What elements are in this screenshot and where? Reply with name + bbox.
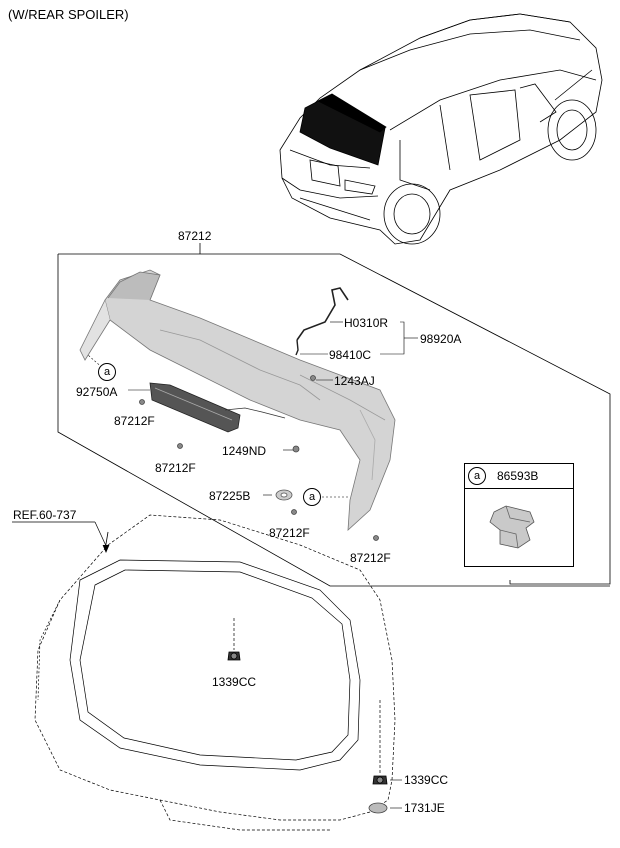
vehicle-illustration	[279, 13, 603, 245]
part-label-1339cc-right[interactable]: 1339CC	[404, 773, 449, 787]
part-label-98410c[interactable]: 98410C	[329, 348, 372, 362]
rear-spoiler-illustration	[79, 269, 396, 531]
part-label-1249nd[interactable]: 1249ND	[222, 444, 267, 458]
brake-light-illustration	[149, 382, 286, 433]
part-label-1731je[interactable]: 1731JE	[404, 801, 445, 815]
part-label-87212f-1[interactable]: 87212F	[114, 414, 155, 428]
part-label-h0310r[interactable]: H0310R	[344, 316, 389, 330]
clip-inset-box	[464, 463, 574, 567]
part-label-87225b[interactable]: 87225B	[209, 489, 251, 503]
diagram-title: (W/REAR SPOILER)	[8, 7, 129, 22]
parts-group-frame	[57, 253, 611, 587]
tailgate-illustration	[34, 514, 396, 831]
part-label-87212f-4[interactable]: 87212F	[350, 551, 391, 565]
hose-illustration	[296, 287, 349, 341]
part-label-98920a[interactable]: 98920A	[420, 332, 462, 346]
callout-a-right: a	[303, 488, 321, 506]
part-label-87212f-2[interactable]: 87212F	[155, 461, 196, 475]
part-label-92750a[interactable]: 92750A	[76, 385, 118, 399]
part-label-1243aj[interactable]: 1243AJ	[334, 374, 375, 388]
ref-label-60-737[interactable]: REF.60-737	[13, 508, 77, 522]
part-label-86593b[interactable]: 86593B	[497, 469, 539, 483]
callout-a-left: a	[98, 363, 116, 381]
part-label-87212f-3[interactable]: 87212F	[269, 526, 310, 540]
clip-inset-header	[465, 464, 573, 489]
part-label-1339cc-center[interactable]: 1339CC	[212, 675, 257, 689]
callout-a-inset: a	[468, 467, 486, 485]
part-label-87212[interactable]: 87212	[178, 229, 212, 243]
clip-86593b-illustration	[489, 505, 535, 549]
